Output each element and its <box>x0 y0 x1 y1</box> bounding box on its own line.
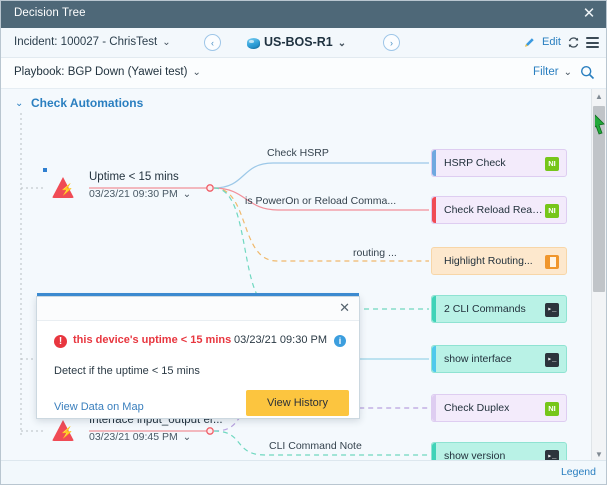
tree-node-timestamp[interactable]: 03/23/21 09:45 PM ⌄ <box>89 431 191 443</box>
view-history-button[interactable]: View History <box>246 390 349 416</box>
ni-badge: NI <box>545 204 559 218</box>
tree-node-timestamp[interactable]: 03/23/21 09:30 PM ⌄ <box>89 188 191 200</box>
triangle-shape <box>52 420 74 441</box>
action-label: 2 CLI Commands <box>444 303 526 315</box>
action-box-check-duplex[interactable]: Check Duplex NI <box>431 394 567 422</box>
edge-label-poweron-reload: is PowerOn or Reload Comma... <box>245 195 397 207</box>
close-icon[interactable]: ✕ <box>582 5 596 22</box>
popup-timestamp: 03/23/21 09:30 PM <box>234 334 327 346</box>
scroll-down-arrow-icon[interactable]: ▼ <box>595 450 603 459</box>
triangle-shape <box>52 177 74 198</box>
chevron-down-icon: ⌄ <box>563 67 572 78</box>
device-name-text: US-BOS-R1 <box>264 35 333 49</box>
close-icon[interactable]: ✕ <box>339 300 350 315</box>
view-data-on-map-link[interactable]: View Data on Map <box>54 401 144 413</box>
action-box-show-version[interactable]: show version ▸_ <box>431 442 567 462</box>
accent-bar <box>432 296 436 322</box>
node-detail-popup: ✕ ! this device's uptime < 15 mins 03/23… <box>36 293 360 419</box>
menu-line <box>586 41 599 44</box>
chevron-down-icon: ⌄ <box>192 67 201 78</box>
terminal-badge-icon: ▸_ <box>545 450 559 462</box>
hamburger-menu-icon[interactable] <box>586 37 599 48</box>
popup-accent-bar <box>37 293 359 296</box>
incident-toolbar: Incident: 100027 - ChrisTest ⌄ ‹ US-BOS-R… <box>1 28 606 58</box>
scroll-up-arrow-icon[interactable]: ▲ <box>595 92 603 101</box>
info-icon[interactable]: i <box>334 335 346 347</box>
terminal-badge-icon: ▸_ <box>545 353 559 367</box>
action-label: Check Duplex <box>444 402 510 414</box>
accent-bar <box>432 197 436 223</box>
document-badge-icon <box>545 255 559 269</box>
alert-circle-icon: ! <box>54 335 67 348</box>
scrollbar-thumb[interactable] <box>593 106 605 292</box>
action-box-highlight-routing[interactable]: Highlight Routing... <box>431 247 567 275</box>
action-box-show-interface[interactable]: show interface ▸_ <box>431 345 567 373</box>
edge-label-check-hsrp: Check HSRP <box>267 147 329 159</box>
accent-bar <box>432 346 436 372</box>
action-label: HSRP Check <box>444 157 506 169</box>
action-box-hsrp-check[interactable]: HSRP Check NI <box>431 149 567 177</box>
device-selector[interactable]: US-BOS-R1 ⌄ <box>264 35 346 49</box>
accent-bar <box>432 150 436 176</box>
window-titlebar: Decision Tree ✕ <box>1 1 606 28</box>
chevron-down-icon: ⌄ <box>162 37 171 48</box>
incident-selector[interactable]: Incident: 100027 - ChrisTest ⌄ <box>14 36 171 48</box>
accent-bar <box>432 248 436 274</box>
tree-node-uptime[interactable]: ⚡ Uptime < 15 mins 03/23/21 09:30 PM ⌄ <box>45 170 215 206</box>
window-title: Decision Tree <box>14 7 86 19</box>
legend-link[interactable]: Legend <box>560 466 596 478</box>
popup-header: ✕ <box>37 297 359 321</box>
canvas-footer: Legend <box>1 460 606 484</box>
menu-line <box>586 37 599 39</box>
tree-node-title: Uptime < 15 mins <box>89 171 179 183</box>
router-globe-icon <box>247 38 260 49</box>
popup-alert-message: this device's uptime < 15 mins <box>73 334 232 346</box>
popup-description: Detect if the uptime < 15 mins <box>54 365 200 377</box>
chevron-down-icon: ⌄ <box>182 189 192 200</box>
filter-label: Filter <box>533 66 559 78</box>
menu-line <box>586 46 599 48</box>
action-box-two-cli-commands[interactable]: 2 CLI Commands ▸_ <box>431 295 567 323</box>
accent-bar <box>432 443 436 462</box>
playbook-prefix: Playbook: <box>14 66 65 78</box>
section-header-check-automations[interactable]: Check Automations <box>31 96 144 110</box>
filter-button[interactable]: Filter ⌄ <box>533 66 572 78</box>
chevron-down-icon[interactable]: ⌄ <box>15 98 24 109</box>
terminal-badge-icon: ▸_ <box>545 303 559 317</box>
ni-badge: NI <box>545 402 559 416</box>
search-icon[interactable] <box>580 65 595 80</box>
accent-bar <box>432 395 436 421</box>
canvas-vertical-scrollbar[interactable]: ▲ ▼ <box>591 89 606 462</box>
pencil-icon[interactable] <box>524 37 535 48</box>
decision-tree-canvas[interactable]: ⌄ Check Automations ⚡ Uptime < 15 mins 0… <box>1 89 606 462</box>
incident-label-text: Incident: 100027 - ChrisTest <box>14 36 158 48</box>
edge-label-cli-command-note: CLI Command Note <box>269 440 362 452</box>
action-label: Highlight Routing... <box>444 255 533 267</box>
action-box-check-reload-reason[interactable]: Check Reload Reason NI <box>431 196 567 224</box>
chevron-down-icon: ⌄ <box>182 432 192 443</box>
refresh-icon[interactable] <box>567 36 580 49</box>
action-label: show interface <box>444 353 512 365</box>
edit-button[interactable]: Edit <box>542 36 561 48</box>
bolt-glyph: ⚡ <box>60 184 74 196</box>
timestamp-text: 03/23/21 09:45 PM <box>89 431 178 443</box>
chevron-down-icon: ⌄ <box>337 38 347 49</box>
bolt-glyph: ⚡ <box>60 427 74 439</box>
action-label: Check Reload Reason <box>444 204 544 216</box>
playbook-bar: Playbook: BGP Down (Yawei test) ⌄ Filter ⌄ <box>1 58 606 89</box>
edge-label-routing: routing ... <box>353 247 397 259</box>
playbook-selector[interactable]: Playbook: BGP Down (Yawei test) ⌄ <box>14 66 201 78</box>
timestamp-text: 03/23/21 09:30 PM <box>89 188 178 200</box>
ni-badge: NI <box>545 157 559 171</box>
previous-device-button[interactable]: ‹ <box>204 34 221 51</box>
playbook-name: BGP Down (Yawei test) <box>67 66 188 78</box>
next-device-button[interactable]: › <box>383 34 400 51</box>
